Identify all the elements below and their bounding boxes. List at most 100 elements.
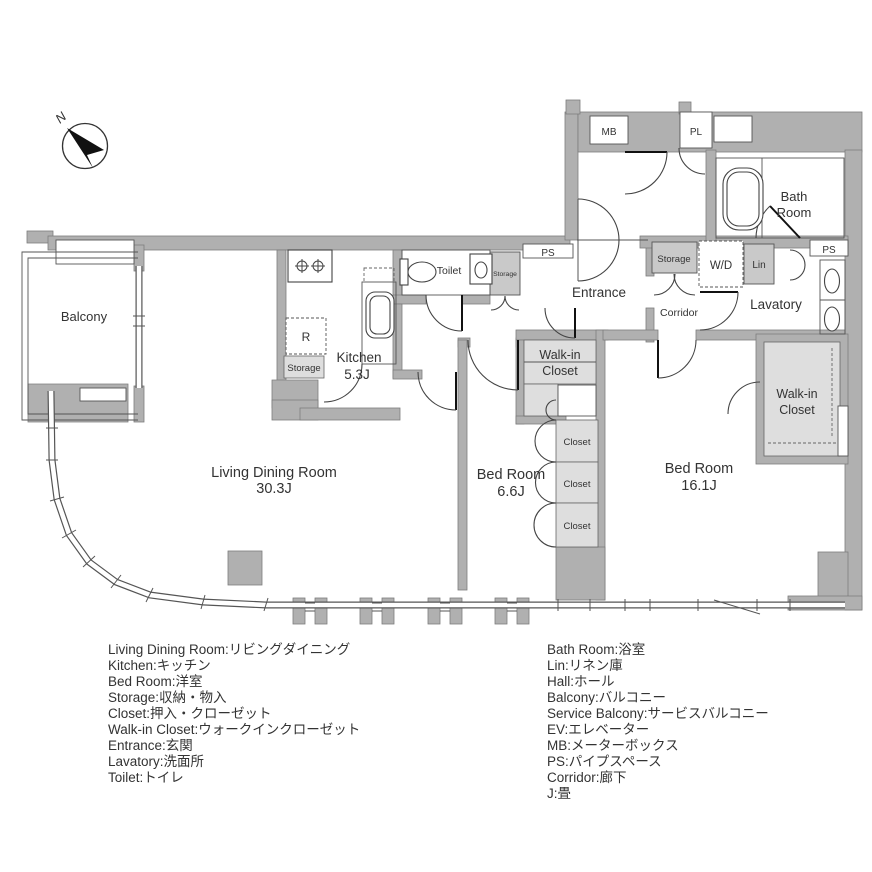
balcony-rail-inner	[27, 257, 138, 415]
closet-door-3	[533, 502, 557, 548]
toilet-bowl	[407, 261, 437, 283]
balcony-rail-outer	[21, 251, 138, 421]
pillar	[227, 550, 263, 586]
fridge-box	[285, 317, 327, 355]
wd-box	[698, 240, 744, 288]
lin-box	[743, 243, 775, 285]
legend-right-row: J:畳	[547, 786, 571, 801]
legend-right-row: Service Balcony:サービスバルコニー	[547, 706, 769, 721]
room-label-bedroom-small: Bed Room	[477, 467, 546, 483]
wd-label: W/D	[710, 260, 732, 272]
legend-right-row: PS:パイプスペース	[547, 754, 662, 769]
stove-burner-icon	[295, 259, 325, 273]
closet-1-label: Closet	[564, 437, 591, 448]
corridor-door-arc	[657, 339, 697, 379]
fixtures	[287, 167, 841, 339]
storage-kitchen-box	[283, 355, 325, 379]
ps-right-label: PS	[822, 245, 836, 256]
legend-left-row: Closet:押入・クローゼット	[108, 706, 272, 721]
legend-right-row: Bath Room:浴室	[547, 641, 645, 657]
storage-areas	[283, 241, 849, 548]
ldr-door-arc	[417, 371, 457, 411]
doors	[323, 147, 806, 548]
legend-left-row: Toilet:トイレ	[108, 770, 184, 785]
lin-label: Lin	[752, 260, 765, 271]
closet-3-label: Closet	[564, 521, 591, 532]
room-label-walkin-right-2: Closet	[779, 403, 815, 417]
lavatory-basin-1	[823, 268, 841, 294]
closet-door-1	[534, 419, 557, 463]
compass: N	[52, 108, 109, 170]
storage-toilet-door-left	[490, 295, 506, 311]
lavatory-door-arc	[699, 291, 739, 331]
toilet-door-arc	[425, 294, 463, 332]
storage-toilet-label: Storage	[493, 271, 517, 278]
legend-left-row: Walk-in Closet:ウォークインクローゼット	[108, 722, 360, 737]
compass-n-label: N	[52, 108, 69, 126]
bedroom-small-door-arc	[467, 339, 519, 391]
legend-left-row: Storage:収納・物入	[108, 690, 227, 705]
ps-left-label: PS	[541, 248, 555, 259]
mb-label: MB	[602, 127, 617, 138]
window-ticks	[46, 315, 791, 615]
small-labels: MB PL PS PS Storage W/D Lin Storage Stor…	[287, 127, 836, 532]
closet-door-2	[534, 461, 557, 504]
pl-box	[679, 111, 713, 149]
storage-kitchen-door-arc	[323, 363, 363, 403]
storage-kitchen-label: Storage	[287, 363, 320, 374]
room-labels: Balcony Living Dining Room 30.3J Kitchen…	[61, 189, 818, 500]
legend-left-row: Bed Room:洋室	[108, 673, 203, 689]
legend-right-row: MB:メーターボックス	[547, 738, 679, 753]
legend-right-row: Lin:リネン庫	[547, 658, 623, 673]
legend-right-row: EV:エレベーター	[547, 722, 649, 737]
stove	[287, 249, 333, 283]
room-label-lavatory: Lavatory	[750, 297, 802, 312]
room-size-kitchen: 5.3J	[344, 367, 370, 382]
north-arrow-icon	[67, 128, 104, 168]
walkin-center-door-arc	[544, 307, 576, 339]
ps-box-left	[522, 243, 574, 259]
walkin-right-door-arc	[727, 381, 761, 415]
lavatory-basin-2	[823, 306, 841, 332]
mb-box	[589, 115, 629, 145]
storage-hall-door-left	[653, 273, 676, 296]
storage-toilet-door-right	[504, 295, 520, 311]
front-door-arc	[577, 198, 620, 282]
legend-right-row: Corridor:廊下	[547, 769, 627, 785]
legend-left-row: Entrance:玄関	[108, 737, 193, 753]
room-size-bedroom-large: 16.1J	[681, 478, 716, 494]
closet-2-label: Closet	[564, 479, 591, 490]
room-label-bath-1: Bath	[781, 189, 808, 204]
room-label-bedroom-large: Bed Room	[665, 461, 734, 477]
bath-room-box	[715, 157, 845, 239]
pl-label: PL	[690, 127, 703, 138]
kitchen-counter	[361, 281, 397, 365]
room-size-bedroom-small: 6.6J	[497, 484, 524, 500]
room-label-walkin-center-1: Walk-in	[539, 348, 580, 362]
storage-hall-box	[651, 241, 698, 274]
room-label-toilet: Toilet	[437, 265, 462, 277]
storage-toilet-box	[489, 251, 521, 296]
legend-left-row: Living Dining Room:リビングダイニング	[108, 642, 350, 657]
hall-door-arc	[624, 151, 668, 195]
legend-right-row: Hall:ホール	[547, 674, 615, 689]
ps-box-right	[809, 239, 849, 257]
room-label-kitchen: Kitchen	[336, 350, 381, 365]
toilet-tank	[399, 258, 409, 286]
fridge-label: R	[302, 330, 311, 344]
storage-hall-door-right	[673, 273, 696, 296]
niches	[55, 111, 849, 355]
legend-left-row: Lavatory:洗面所	[108, 754, 204, 769]
legend: Living Dining Room:リビングダイニング Kitchen:キッチ…	[108, 641, 769, 801]
windows	[46, 266, 845, 615]
room-label-corridor: Corridor	[660, 307, 698, 319]
room-label-living-dining: Living Dining Room	[211, 465, 337, 481]
room-label-bath-2: Room	[777, 205, 812, 220]
interior-lines	[21, 157, 846, 421]
lavatory-fixture-strip	[819, 259, 846, 335]
pl-door-arc	[678, 147, 706, 175]
room-size-living-dining: 30.3J	[256, 481, 291, 497]
storage-hall-label: Storage	[657, 254, 690, 265]
